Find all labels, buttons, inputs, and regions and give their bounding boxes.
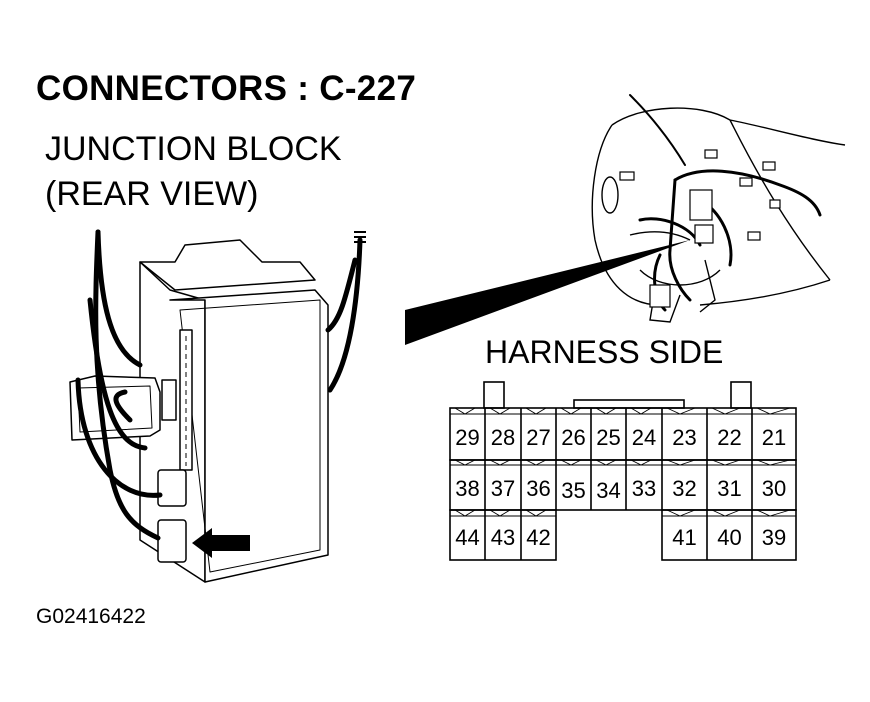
pin-number: 32 [672, 476, 697, 501]
pin-number: 26 [561, 425, 586, 450]
pin-number: 34 [596, 478, 621, 503]
pin-number: 40 [717, 525, 742, 550]
pin-number: 37 [490, 476, 516, 501]
wire-end-marks [354, 231, 366, 243]
pin-number: 39 [761, 525, 787, 550]
pin-number: 43 [490, 525, 516, 550]
connector-face [449, 381, 797, 561]
pin-number: 25 [596, 425, 621, 450]
pin-number: 41 [672, 525, 697, 550]
pin-number: 36 [526, 476, 551, 501]
pin-number: 30 [761, 476, 787, 501]
dashboard-connectors [619, 149, 781, 308]
component-label: JUNCTION BLOCK [45, 130, 342, 168]
pin-number: 33 [631, 476, 657, 501]
pin-number: 22 [717, 425, 742, 450]
junction-block-wires [75, 229, 363, 541]
pin-number: 42 [526, 525, 551, 550]
pointer-wedge [405, 240, 690, 345]
connector-side-label: HARNESS SIDE [485, 334, 724, 370]
pin-number: 24 [631, 425, 657, 450]
dashboard-harness [629, 94, 822, 312]
pin-number: 38 [455, 476, 480, 501]
pin-number: 31 [717, 476, 742, 501]
pin-number: 21 [761, 425, 787, 450]
pin-number: 28 [490, 425, 516, 450]
pin-number: 35 [561, 478, 586, 503]
location-arrow-icon [192, 528, 250, 558]
diagram-title: CONNECTORS : C-227 [36, 69, 417, 108]
pin-number: 23 [672, 425, 697, 450]
junction-block-illustration [69, 239, 329, 583]
pin-number: 29 [455, 425, 480, 450]
pin-number: 44 [455, 525, 480, 550]
pin-number: 27 [526, 425, 551, 450]
view-label: (REAR VIEW) [45, 175, 259, 213]
figure-id: G02416422 [36, 605, 146, 628]
